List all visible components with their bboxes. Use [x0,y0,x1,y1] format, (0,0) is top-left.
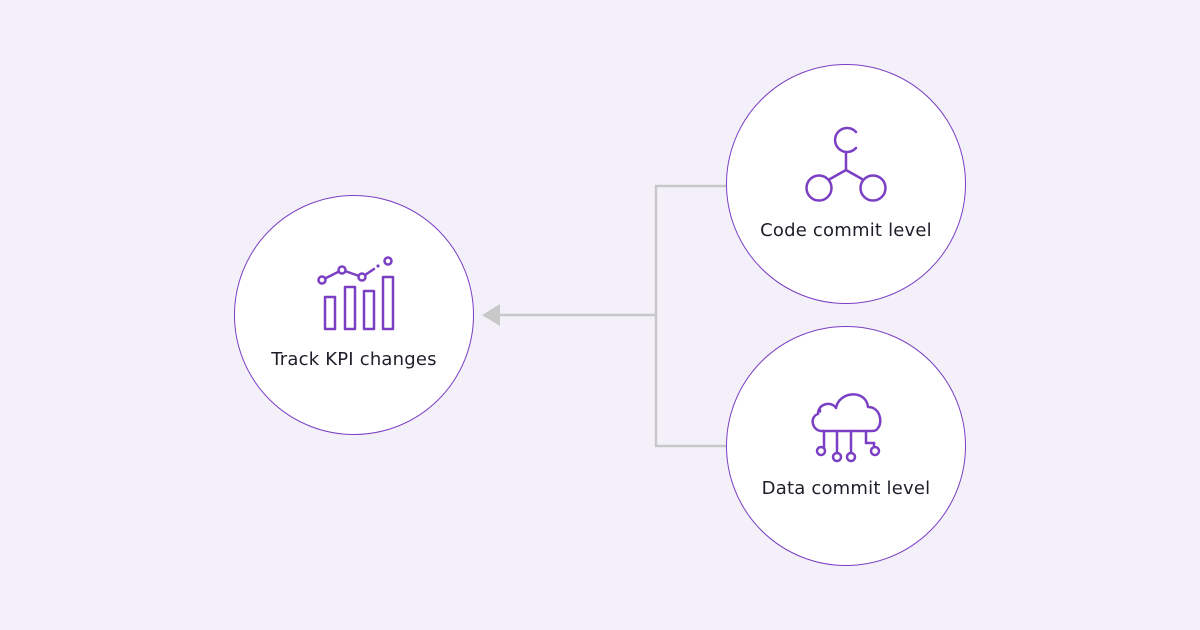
branch-nodes-icon [805,126,887,202]
connector-arrowhead [482,304,500,326]
data-commit-node: Data commit level [726,326,966,566]
kpi-node-label: Track KPI changes [271,349,437,370]
cloud-circuit-icon [811,393,882,463]
bar-chart-trend-icon [317,256,395,331]
data-commit-node-label: Data commit level [761,478,931,499]
connector-from-code [654,184,726,448]
kpi-node: Track KPI changes [234,195,474,435]
code-commit-node-label: Code commit level [760,220,932,241]
code-commit-node: Code commit level [726,64,966,304]
